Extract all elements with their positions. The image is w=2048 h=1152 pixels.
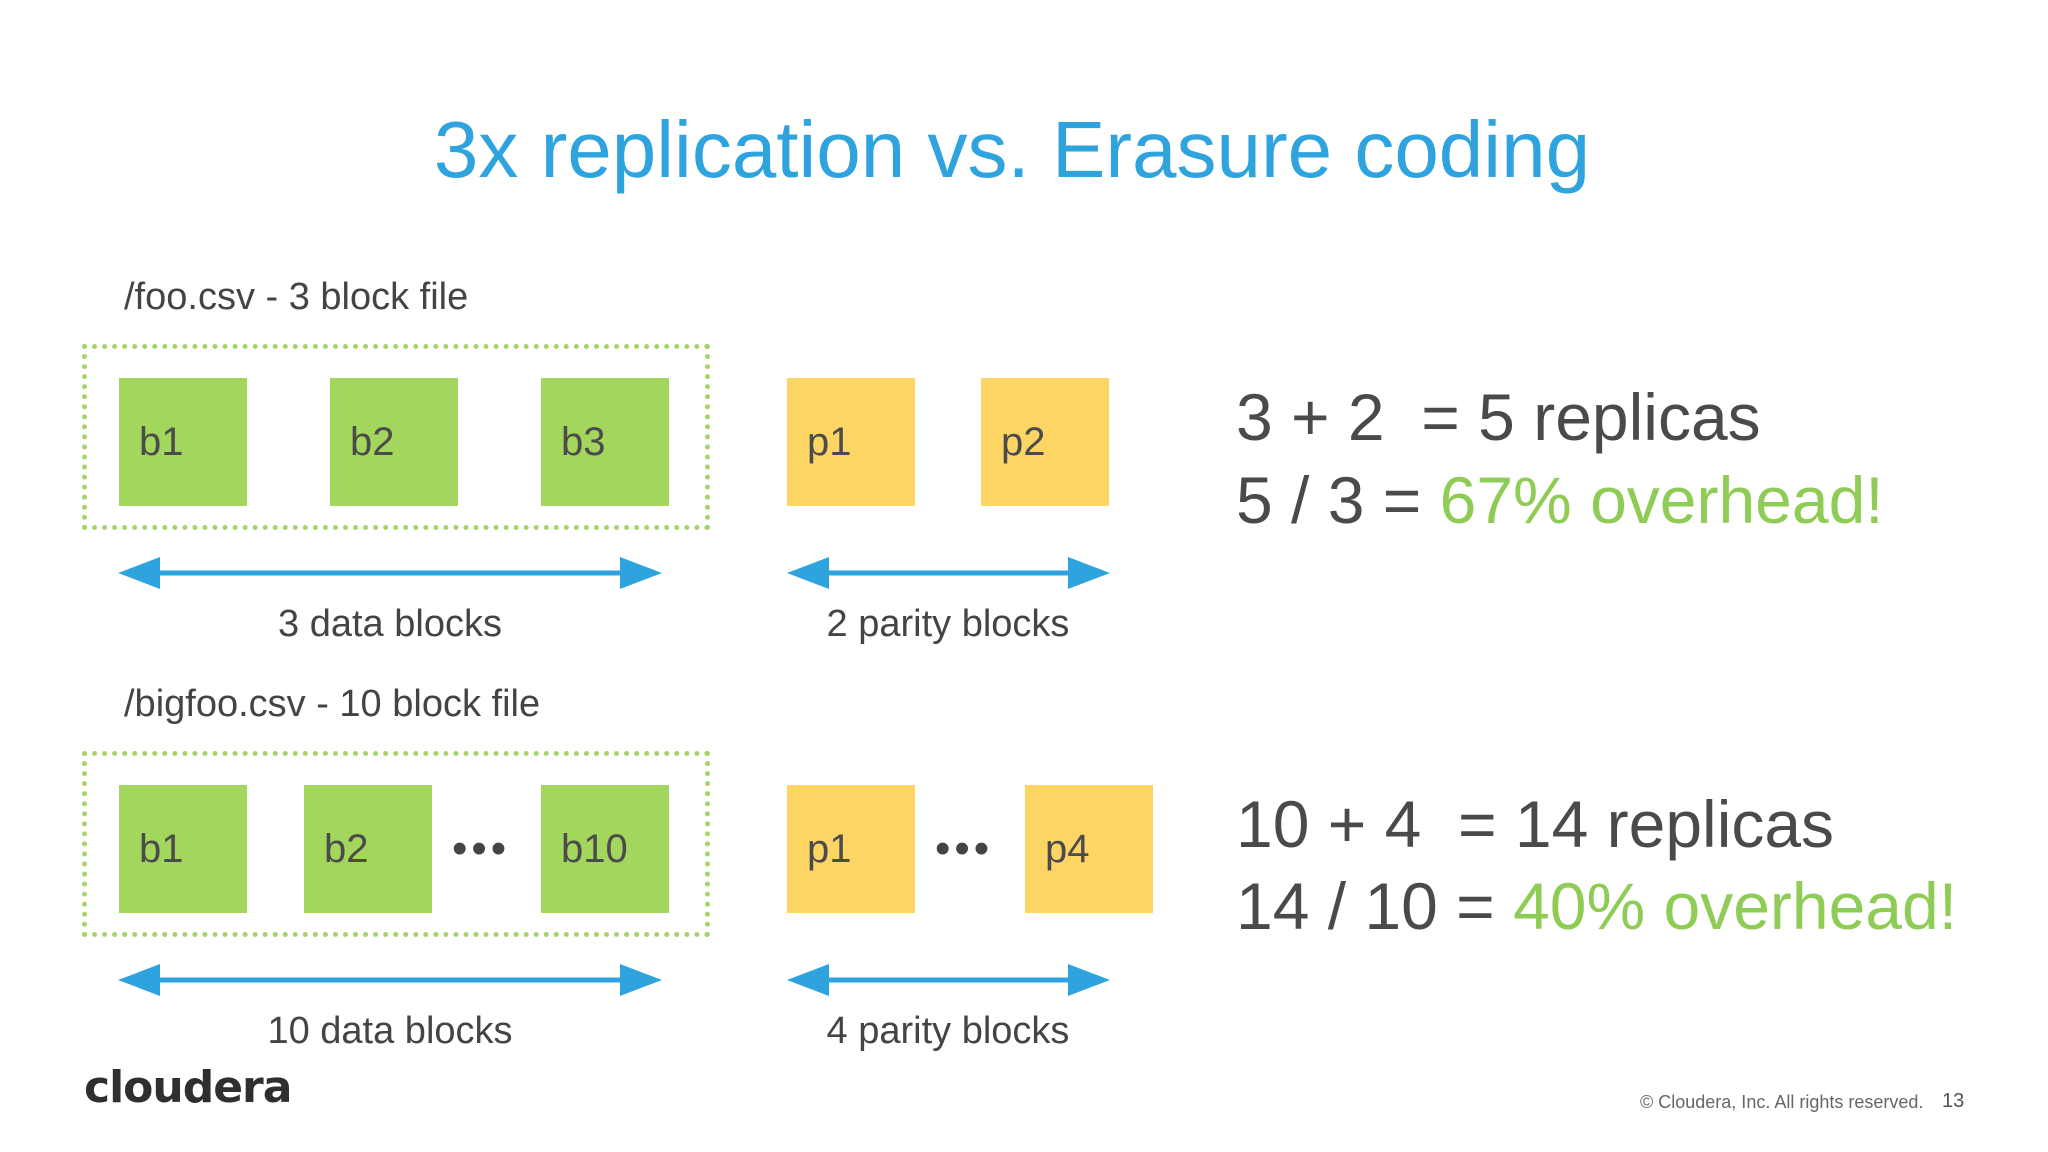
data-block-b10: b10 <box>541 785 669 913</box>
overhead-percentage: 40% overhead! <box>1513 869 1958 943</box>
page-number: 13 <box>1942 1090 1965 1112</box>
data-span-arrow <box>118 553 662 593</box>
parity-blocks-ellipsis: ••• <box>935 824 994 873</box>
parity-block-p1: p1 <box>787 378 915 506</box>
overhead-equation-prefix: 14 / 10 = <box>1236 869 1514 943</box>
data-block-b1: b1 <box>119 785 247 913</box>
slide-title: 3x replication vs. Erasure coding <box>433 105 1591 194</box>
parity-span-label: 4 parity blocks <box>826 1010 1070 1052</box>
parity-block-p2: p2 <box>981 378 1109 506</box>
data-span-arrow <box>118 960 662 1000</box>
data-block-b1: b1 <box>119 378 247 506</box>
cloudera-logo: cloudera <box>84 1062 292 1113</box>
replica-equation: 10 + 4 = 14 replicas <box>1236 787 1835 861</box>
data-block-b2: b2 <box>304 785 432 913</box>
data-blocks-group <box>82 751 710 937</box>
parity-span-arrow <box>787 960 1110 1000</box>
overhead-equation-prefix: 5 / 3 = <box>1236 463 1440 537</box>
file-label-bigfoo: /bigfoo.csv - 10 block file <box>124 683 541 725</box>
data-block-b3: b3 <box>541 378 669 506</box>
overhead-percentage: 67% overhead! <box>1439 463 1884 537</box>
parity-span-label: 2 parity blocks <box>826 603 1070 645</box>
overhead-equation: 5 / 3 = 67% overhead! <box>1236 467 1884 533</box>
data-blocks-ellipsis: ••• <box>452 824 511 873</box>
data-blocks-group <box>82 344 710 530</box>
parity-block-p4: p4 <box>1025 785 1153 913</box>
data-span-label: 10 data blocks <box>267 1010 513 1052</box>
parity-span-arrow <box>787 553 1110 593</box>
file-label-foo: /foo.csv - 3 block file <box>124 276 469 318</box>
overhead-equation: 14 / 10 = 40% overhead! <box>1236 873 1957 939</box>
copyright-notice: © Cloudera, Inc. All rights reserved. <box>1640 1092 1924 1112</box>
parity-block-p1: p1 <box>787 785 915 913</box>
data-span-label: 3 data blocks <box>278 603 502 645</box>
replica-equation: 3 + 2 = 5 replicas <box>1236 380 1761 454</box>
data-block-b2: b2 <box>330 378 458 506</box>
